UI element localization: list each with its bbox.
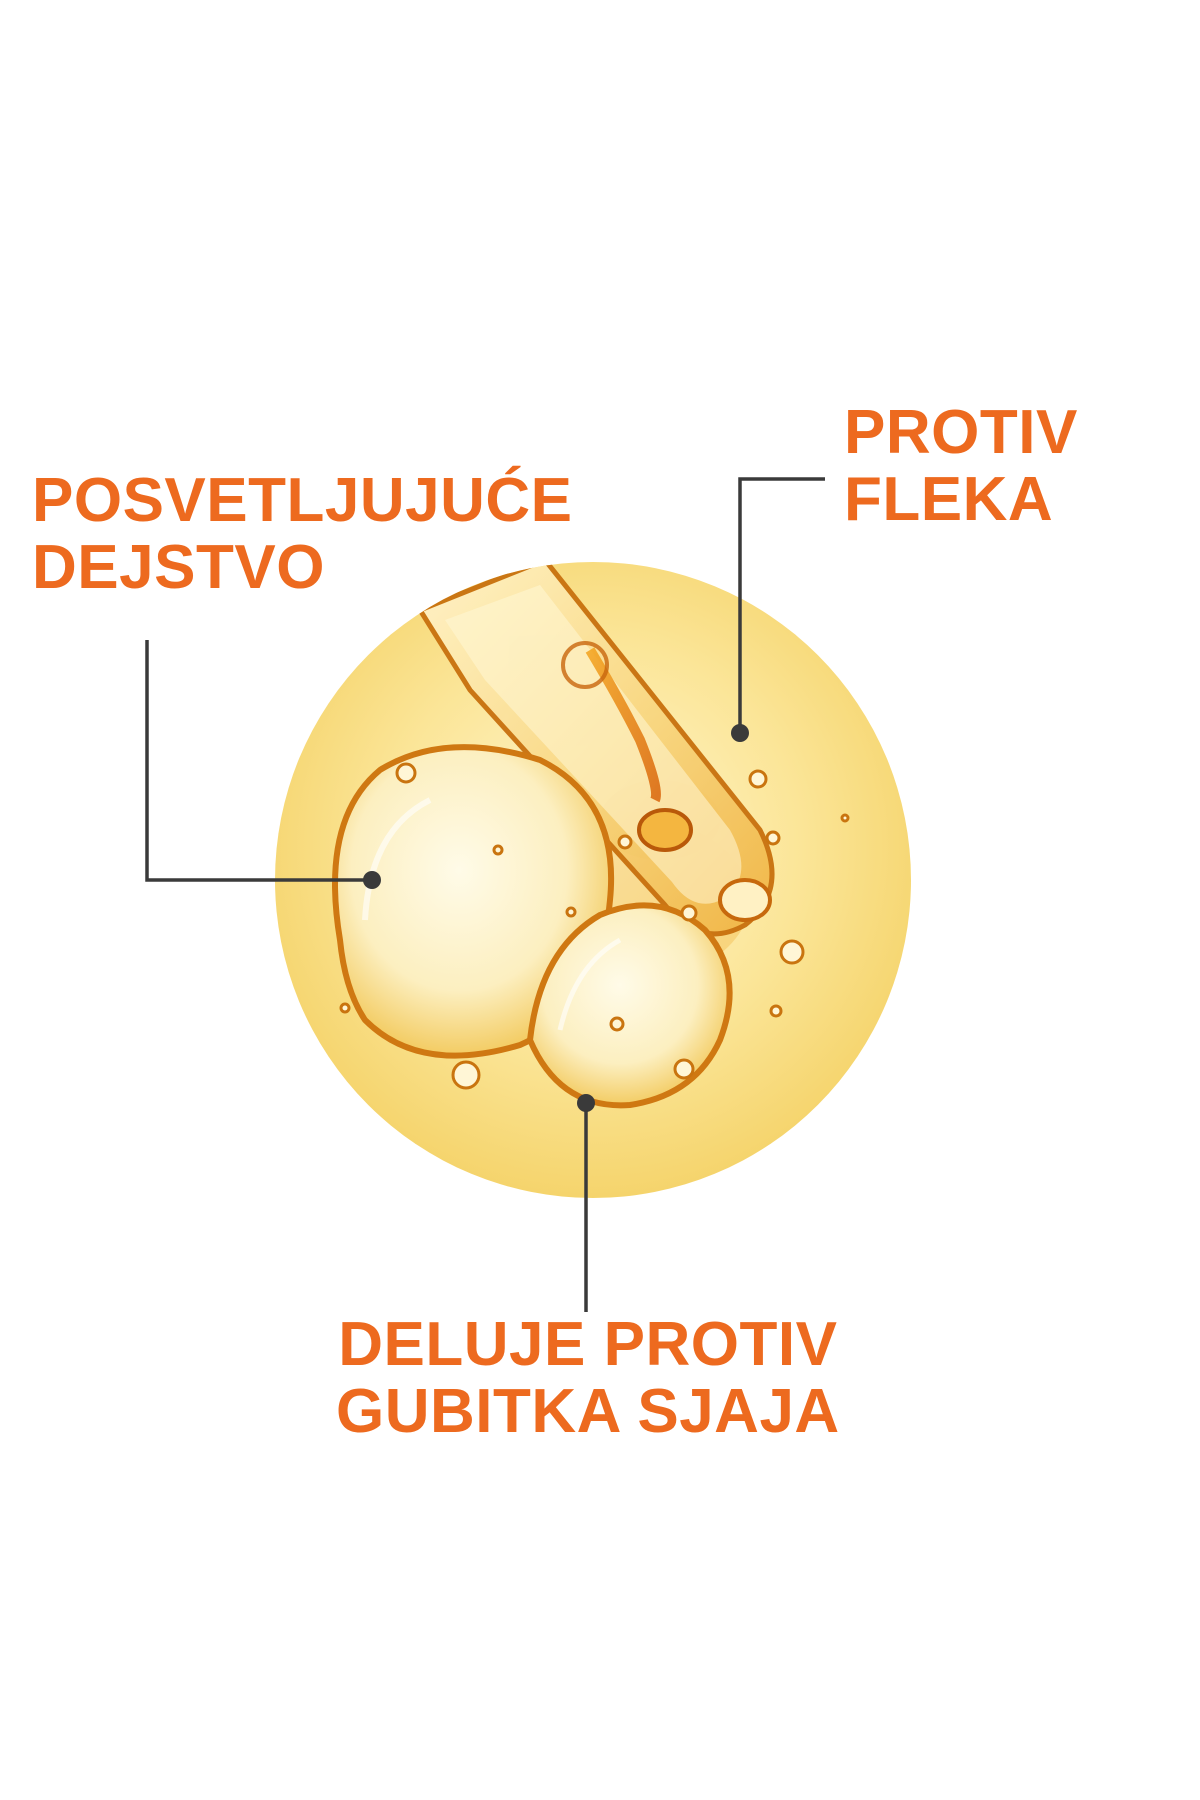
callout-glow-line1: DELUJE PROTIV bbox=[338, 1310, 838, 1379]
leader-dot-glow bbox=[577, 1094, 595, 1112]
callout-glow: DELUJE PROTIV GUBITKA SJAJA bbox=[336, 1310, 840, 1446]
callout-brightening-line1: POSVETLJUJUĆE bbox=[32, 466, 573, 535]
callout-brightening-line2: DEJSTVO bbox=[32, 532, 325, 602]
medium-bubble bbox=[526, 902, 733, 1109]
leader-dots bbox=[363, 724, 749, 1112]
serum-contents bbox=[332, 562, 850, 1109]
small-bubbles bbox=[339, 762, 850, 1090]
callout-spots-line2: FLEKA bbox=[844, 464, 1054, 534]
leader-dot-brightening bbox=[363, 871, 381, 889]
dropper-pipette bbox=[416, 562, 775, 937]
leader-line-brightening bbox=[145, 640, 370, 882]
leader-line-spots bbox=[738, 477, 825, 733]
callout-spots-line1: PROTIV bbox=[844, 398, 1078, 467]
callout-glow-line2: GUBITKA SJAJA bbox=[336, 1376, 840, 1446]
leader-dot-spots bbox=[731, 724, 749, 742]
leader-lines bbox=[145, 477, 825, 1312]
callout-spots: PROTIV FLEKA bbox=[844, 398, 1078, 534]
callout-brightening: POSVETLJUJUĆE DEJSTVO bbox=[32, 466, 573, 602]
